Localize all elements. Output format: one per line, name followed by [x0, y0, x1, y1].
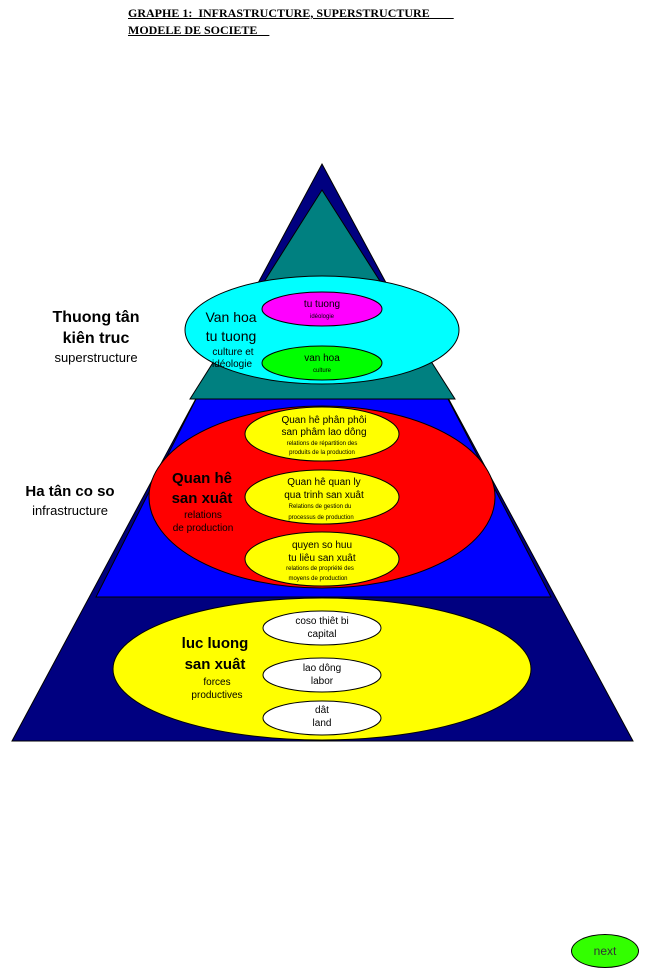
- labor-vi: lao dông: [303, 663, 341, 674]
- land-ellipse: [262, 700, 382, 736]
- van-hoa-title-2: tu tuong: [206, 328, 257, 344]
- luc-luong-title-1: luc luong: [182, 635, 249, 652]
- quan-ly-ellipse: [244, 469, 400, 525]
- phan-phoi-fr-2: produits de la production: [289, 450, 355, 456]
- so-huu-vi-1: quyen so huu: [292, 540, 352, 551]
- van-hoa-vi: van hoa: [304, 353, 340, 364]
- phan-phoi-fr-1: relations de répartition des: [287, 441, 358, 447]
- van-hoa-title-1: Van hoa: [205, 309, 256, 325]
- van-hoa-small-ellipse: [261, 345, 383, 381]
- tu-tuong-vi: tu tuong: [304, 299, 340, 310]
- infrastructure-fr: infrastructure: [32, 503, 108, 518]
- so-huu-fr-2: moyens de production: [288, 576, 347, 582]
- infrastructure-label: Ha tân co so infrastructure: [8, 482, 132, 520]
- land-en: land: [313, 718, 332, 729]
- heading-line-1: GRAPHE 1: INFRASTRUCTURE, SUPERSTRUCTURE: [128, 6, 454, 20]
- quan-he-title-1: Quan hê: [172, 470, 232, 487]
- superstructure-vi-2: kiên truc: [62, 330, 130, 347]
- van-hoa-fr: culture: [313, 368, 332, 374]
- tu-tuong-fr: idéologie: [310, 314, 335, 320]
- van-hoa-subtitle-1: culture et: [212, 347, 253, 358]
- capital-ellipse: [262, 610, 382, 646]
- luc-luong-subtitle-1: forces: [203, 677, 230, 688]
- capital-en: capital: [308, 629, 337, 640]
- labor-en: labor: [311, 676, 334, 687]
- superstructure-label: Thuong tân kiên truc superstructure: [36, 307, 156, 366]
- luc-luong-title-2: san xuât: [185, 656, 246, 673]
- infrastructure-vi: Ha tân co so: [25, 483, 115, 500]
- next-button[interactable]: next: [571, 934, 639, 968]
- quan-ly-vi-1: Quan hê quan ly: [287, 477, 360, 488]
- so-huu-ellipse: [244, 531, 400, 587]
- superstructure-vi-1: Thuong tân: [52, 309, 140, 326]
- quan-he-title-2: san xuât: [172, 490, 233, 507]
- land-vi: dât: [315, 705, 329, 716]
- superstructure-fr: superstructure: [54, 350, 138, 365]
- luc-luong-subtitle-2: productives: [191, 690, 242, 701]
- so-huu-fr-1: relations de propriété des: [286, 566, 354, 572]
- labor-ellipse: [262, 657, 382, 693]
- heading-line-2: MODELE DE SOCIETE: [128, 23, 270, 37]
- so-huu-vi-2: tu liêu san xuât: [288, 553, 355, 564]
- quan-ly-vi-2: qua trinh san xuât: [284, 490, 364, 501]
- tu-tuong-ellipse: [261, 291, 383, 327]
- quan-ly-fr-1: Relations de gestion du: [289, 504, 352, 510]
- van-hoa-ellipse: [184, 275, 460, 385]
- van-hoa-subtitle-2: idéologie: [212, 359, 252, 370]
- phan-phoi-ellipse: [244, 406, 400, 462]
- quan-ly-fr-2: processus de production: [288, 515, 353, 521]
- phan-phoi-vi-1: Quan hê phân phôi: [281, 415, 366, 426]
- capital-vi: coso thiêt bi: [295, 616, 348, 627]
- quan-he-subtitle-1: relations: [184, 510, 222, 521]
- quan-he-subtitle-2: de production: [173, 523, 234, 534]
- phan-phoi-vi-2: san phâm lao dông: [281, 427, 366, 438]
